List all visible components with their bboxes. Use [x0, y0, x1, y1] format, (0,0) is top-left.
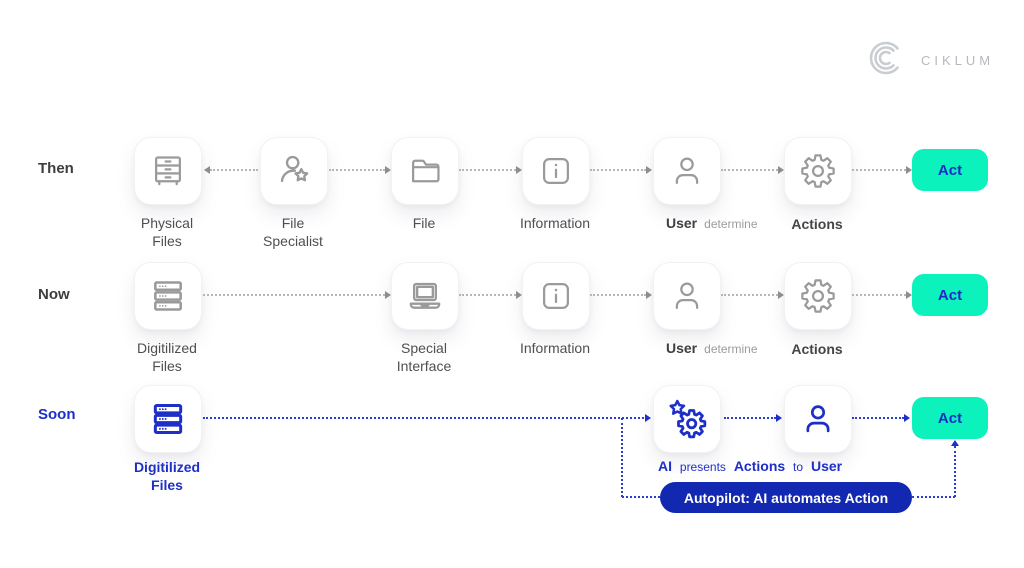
user-word: User — [666, 340, 698, 356]
determine-note: determine — [704, 342, 758, 356]
determine-note: determine — [704, 217, 758, 231]
ciklum-logo: CIKLUM — [866, 36, 994, 85]
ciklum-logo-text: CIKLUM — [921, 53, 995, 68]
server-stack-icon — [149, 277, 187, 315]
connector — [852, 417, 904, 419]
label-user-then: User determine — [666, 215, 758, 231]
user-icon — [668, 277, 706, 315]
connector — [852, 294, 906, 296]
arrowhead-right — [776, 414, 782, 422]
row-label-soon: Soon — [38, 406, 76, 423]
connector-to-pill — [622, 496, 660, 498]
caption-actions: Actions — [733, 458, 786, 474]
user-word: User — [666, 215, 698, 231]
caption-ai-presents: AI presents Actions to User — [658, 458, 842, 474]
folder-icon — [406, 152, 444, 190]
connector-from-pill — [912, 496, 955, 498]
arrowhead-right — [906, 166, 912, 174]
row-label-now: Now — [38, 286, 70, 303]
connector — [724, 417, 776, 419]
node-user-soon — [784, 385, 852, 453]
gear-icon — [799, 152, 837, 190]
info-square-icon — [537, 152, 575, 190]
node-digitilized-files-now — [134, 262, 202, 330]
connector-branch-down — [621, 418, 623, 497]
arrowhead-right — [385, 166, 391, 174]
node-user-then — [653, 137, 721, 205]
node-file — [391, 137, 459, 205]
caption-ai: AI — [658, 458, 672, 474]
connector — [852, 169, 906, 171]
act-button-soon[interactable]: Act — [912, 397, 988, 439]
label-special-interface: Special Interface — [396, 340, 452, 375]
row-label-then: Then — [38, 160, 74, 177]
ciklum-logo-icon — [866, 36, 910, 85]
person-star-icon — [274, 151, 314, 191]
caption-user: User — [810, 458, 843, 474]
arrowhead-up — [951, 440, 959, 446]
arrowhead-right — [778, 291, 784, 299]
connector — [459, 169, 516, 171]
user-icon — [799, 400, 837, 438]
label-digitilized-files-soon: Digitilized Files — [133, 459, 201, 494]
node-digitilized-files-soon — [134, 385, 202, 453]
label-information-now: Information — [519, 340, 591, 356]
act-button-then[interactable]: Act — [912, 149, 988, 191]
node-user-now — [653, 262, 721, 330]
label-digitilized-files-now: Digitilized Files — [137, 340, 197, 375]
arrowhead-left — [204, 166, 210, 174]
connector — [590, 294, 646, 296]
laptop-icon — [405, 276, 445, 316]
arrowhead-right — [778, 166, 784, 174]
arrowhead-right — [645, 414, 651, 422]
node-information-then — [522, 137, 590, 205]
node-physical-files — [134, 137, 202, 205]
cabinet-icon — [149, 152, 187, 190]
label-actions-now: Actions — [791, 341, 843, 357]
ai-gear-star-icon — [667, 399, 707, 439]
node-information-now — [522, 262, 590, 330]
label-information-then: Information — [519, 215, 591, 231]
caption-presents: presents — [679, 460, 726, 474]
label-file: File — [412, 215, 436, 231]
caption-to: to — [793, 460, 804, 474]
info-square-icon — [537, 277, 575, 315]
connector — [210, 169, 258, 171]
connector — [203, 294, 385, 296]
node-special-interface — [391, 262, 459, 330]
act-button-now[interactable]: Act — [912, 274, 988, 316]
autopilot-badge: Autopilot: AI automates Action — [660, 482, 912, 513]
label-file-specialist: File Specialist — [263, 215, 323, 250]
node-actions-now — [784, 262, 852, 330]
user-icon — [668, 152, 706, 190]
arrowhead-right — [385, 291, 391, 299]
arrowhead-right — [516, 291, 522, 299]
arrowhead-right — [904, 414, 910, 422]
connector — [721, 294, 778, 296]
node-file-specialist — [260, 137, 328, 205]
connector — [459, 294, 516, 296]
label-user-now: User determine — [666, 340, 758, 356]
label-physical-files: Physical Files — [140, 215, 194, 250]
arrowhead-right — [646, 291, 652, 299]
connector — [721, 169, 778, 171]
gear-icon — [799, 277, 837, 315]
node-actions-then — [784, 137, 852, 205]
label-actions-then: Actions — [791, 216, 843, 232]
connector — [590, 169, 646, 171]
connector — [203, 417, 644, 419]
server-stack-icon — [149, 400, 187, 438]
connector-up — [954, 446, 956, 497]
connector — [329, 169, 385, 171]
arrowhead-right — [646, 166, 652, 174]
node-ai — [653, 385, 721, 453]
arrowhead-right — [906, 291, 912, 299]
arrowhead-right — [516, 166, 522, 174]
